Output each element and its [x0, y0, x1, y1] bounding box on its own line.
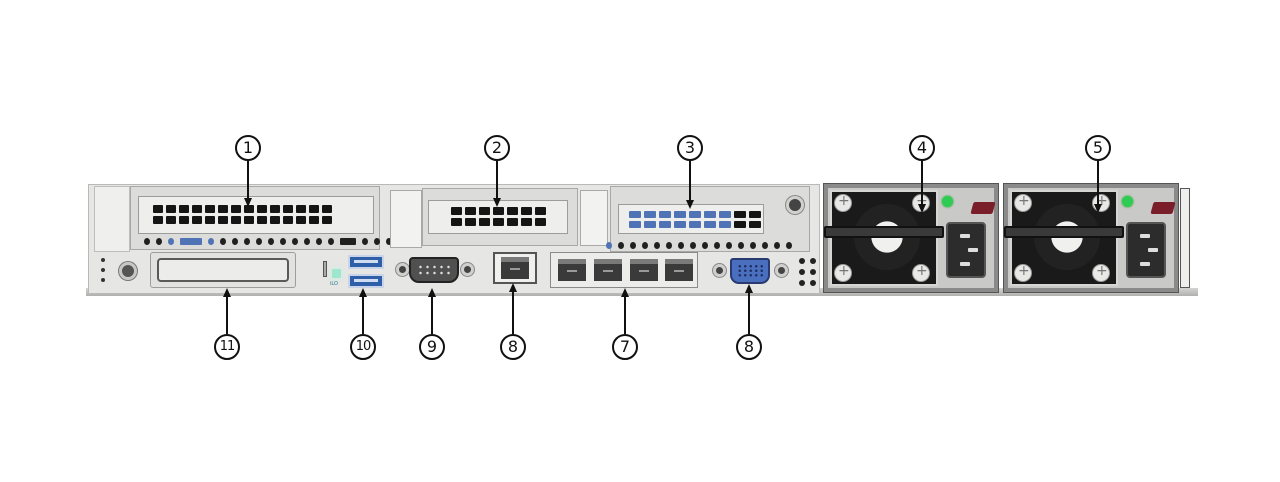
psu-release-latch[interactable] — [970, 202, 996, 214]
screw-icon — [912, 263, 930, 282]
psu-release-latch[interactable] — [1150, 202, 1176, 214]
arrow-up-icon — [359, 288, 367, 297]
vga-port[interactable] — [730, 258, 770, 284]
vent-holes — [451, 207, 546, 226]
psu-handle[interactable] — [824, 226, 944, 238]
callout-2-leader — [496, 161, 498, 199]
uid-button[interactable] — [119, 262, 137, 280]
blank-cover — [150, 252, 296, 288]
vent-holes — [153, 205, 332, 224]
callout-8-ilo: 8 — [500, 334, 526, 360]
psu-status-led — [1122, 196, 1133, 207]
rj45-port-3[interactable] — [630, 259, 658, 281]
arrow-down-icon — [918, 204, 926, 213]
arrow-down-icon — [244, 198, 252, 207]
psu-status-led — [942, 196, 953, 207]
serial-screw-left — [396, 263, 409, 276]
arrow-up-icon — [509, 283, 517, 292]
screw-icon — [1092, 263, 1110, 282]
callout-4-leader — [921, 161, 923, 205]
chassis-right-edge — [1180, 188, 1190, 288]
callout-1-leader — [247, 161, 249, 199]
callout-1: 1 — [235, 135, 261, 161]
power-inlet-c14[interactable] — [946, 222, 986, 278]
arrow-up-icon — [223, 288, 231, 297]
callout-7: 7 — [612, 334, 638, 360]
psu-handle[interactable] — [1004, 226, 1124, 238]
callout-9-leader — [431, 296, 433, 334]
ilo-status-led — [332, 269, 341, 278]
power-supply-2[interactable] — [1003, 183, 1179, 293]
ilo-rj45-port[interactable] — [501, 257, 529, 279]
arrow-up-icon — [428, 288, 436, 297]
vent-dot-row — [606, 242, 792, 249]
callout-5-leader — [1097, 161, 1099, 205]
pcie-slot-1-bracket — [138, 196, 374, 234]
vga-screw-right — [775, 264, 788, 277]
callout-10-leader — [362, 296, 364, 334]
callout-7-leader — [624, 296, 626, 334]
screw-icon — [1014, 193, 1032, 212]
screw-icon — [1014, 263, 1032, 282]
vent-holes — [629, 211, 761, 228]
vent-dot-row — [144, 238, 416, 245]
arrow-up-icon — [745, 284, 753, 293]
usb-port-2[interactable] — [348, 274, 384, 288]
ilo-port-frame — [493, 252, 537, 284]
arrow-down-icon — [1094, 204, 1102, 213]
power-supply-1[interactable] — [823, 183, 999, 293]
callout-11: 11 — [214, 334, 240, 360]
callout-8b-leader — [748, 292, 750, 334]
usb-port-1[interactable] — [348, 255, 384, 269]
riser-3-latch[interactable] — [580, 190, 608, 246]
network-adapter-card — [550, 252, 698, 288]
screw-icon — [834, 263, 852, 282]
callout-9: 9 — [419, 334, 445, 360]
rj45-port-1[interactable] — [558, 259, 586, 281]
riser-latch-bracket[interactable] — [390, 190, 422, 248]
arrow-down-icon — [686, 200, 694, 209]
callout-8a-leader — [512, 291, 514, 334]
ilo-indicator-bar — [323, 261, 327, 277]
callout-5: 5 — [1085, 135, 1111, 161]
ilo-label: iLO — [330, 281, 338, 287]
arrow-up-icon — [621, 288, 629, 297]
thumbscrew-icon[interactable] — [786, 196, 804, 214]
callout-3: 3 — [677, 135, 703, 161]
callout-11-leader — [226, 296, 228, 334]
power-inlet-c14[interactable] — [1126, 222, 1166, 278]
serial-screw-right — [461, 263, 474, 276]
rj45-port-2[interactable] — [594, 259, 622, 281]
vent-dots — [799, 258, 816, 286]
pcie-slot-3-bracket — [618, 204, 764, 234]
callout-4: 4 — [909, 135, 935, 161]
rack-ear-left — [94, 186, 130, 252]
screw-icon — [834, 193, 852, 212]
callout-10: 10 — [350, 334, 376, 360]
rj45-port-4[interactable] — [665, 259, 693, 281]
callout-8-vga: 8 — [736, 334, 762, 360]
vga-screw-left — [713, 264, 726, 277]
callout-3-leader — [689, 161, 691, 201]
arrow-down-icon — [493, 198, 501, 207]
serial-port[interactable] — [409, 257, 459, 283]
callout-2: 2 — [484, 135, 510, 161]
